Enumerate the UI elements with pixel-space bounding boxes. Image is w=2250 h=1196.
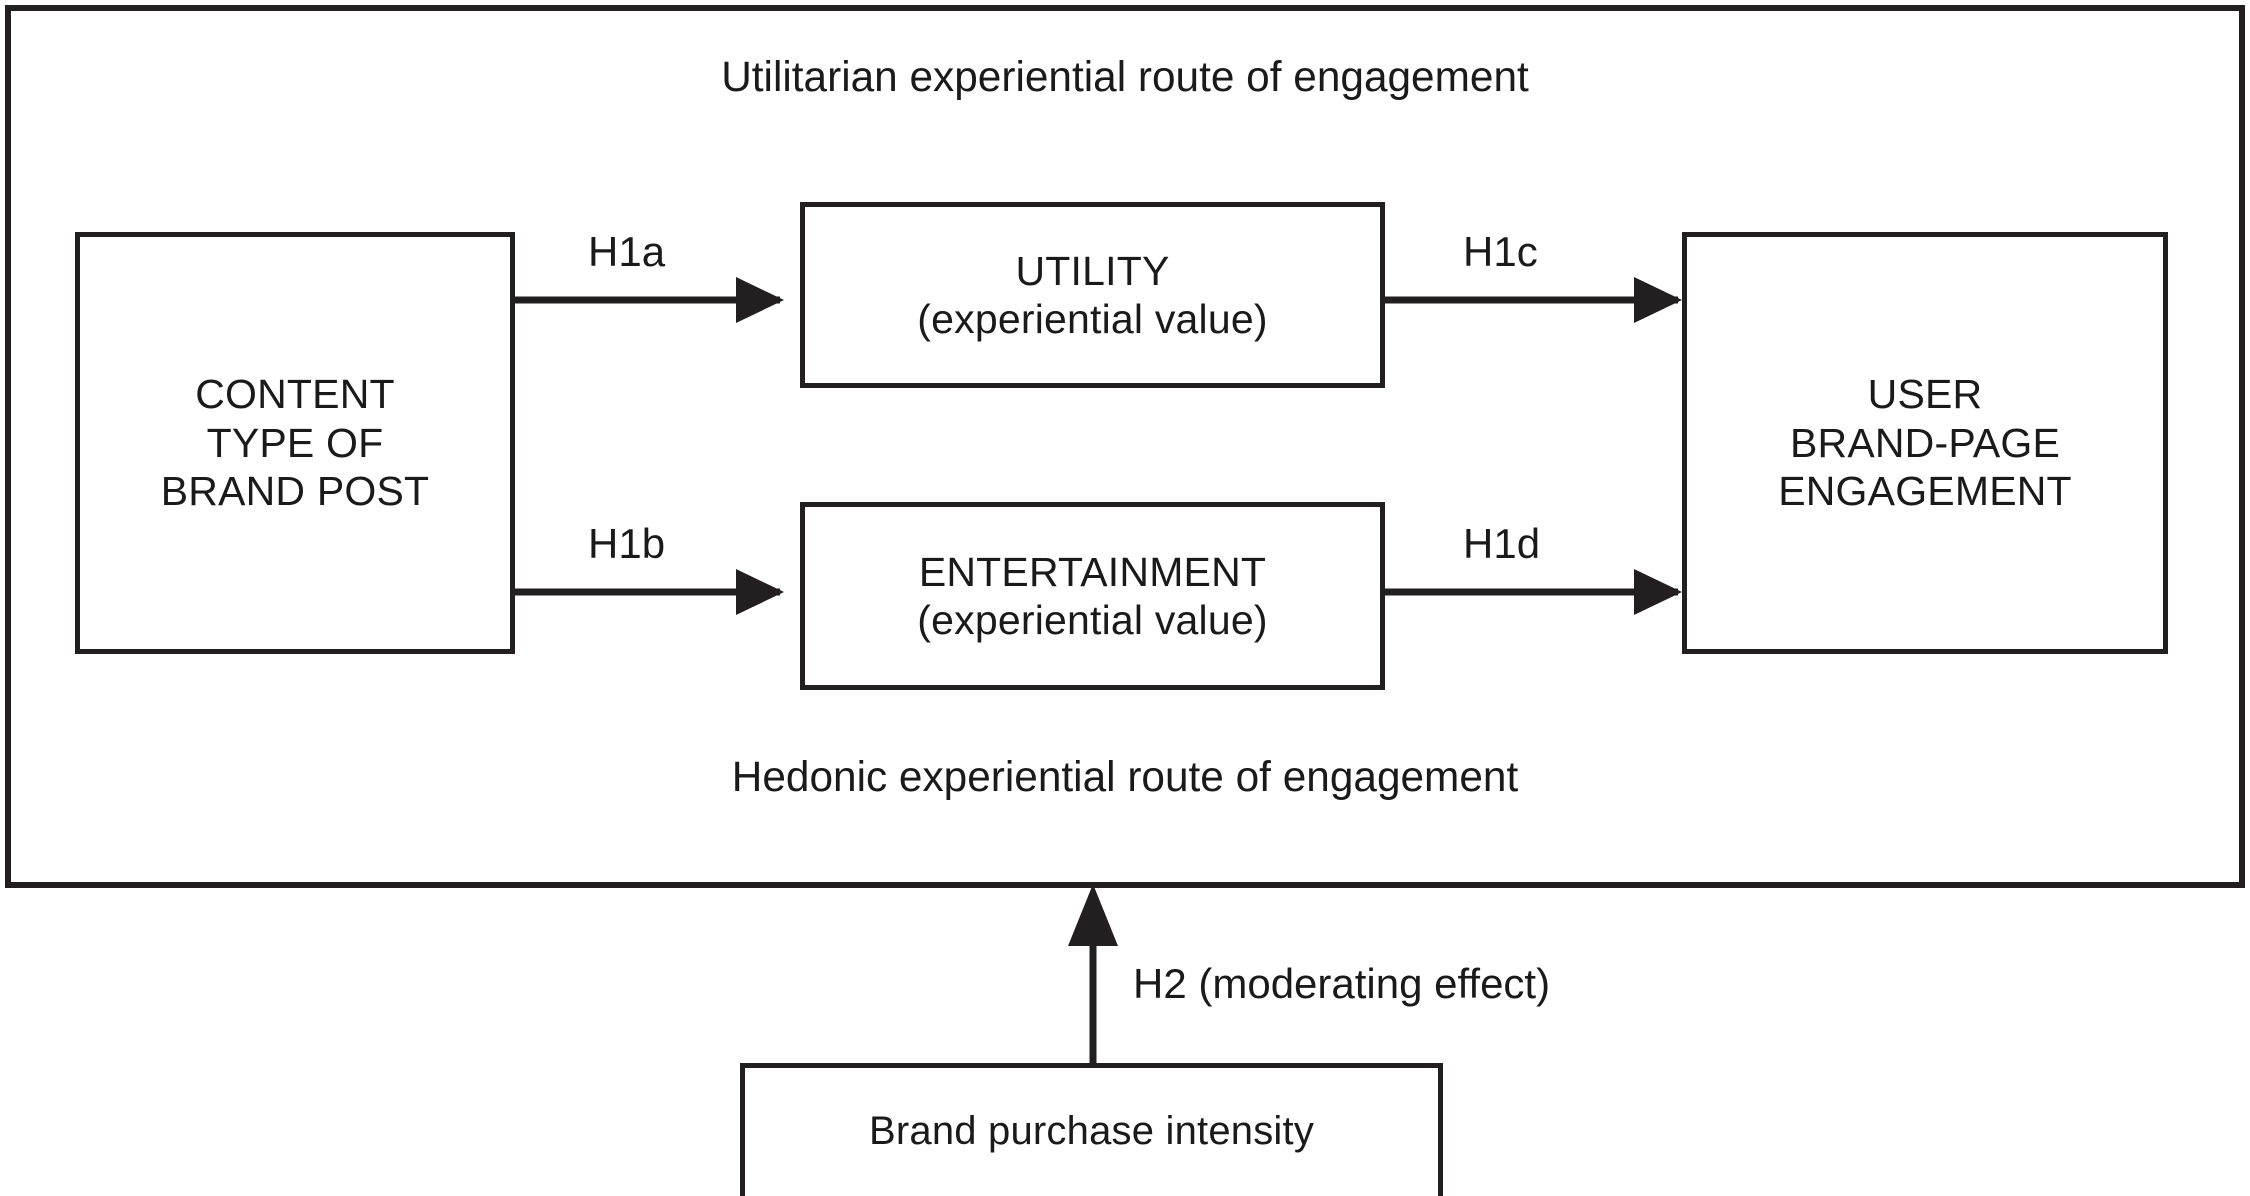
box-content-type-of-brand-post-label: CONTENT TYPE OF BRAND POST xyxy=(160,371,430,515)
hypothesis-label-h1b: H1b xyxy=(588,520,666,567)
utilitarian-route-caption: Utilitarian experiential route of engage… xyxy=(721,53,1529,101)
hypothesis-label-h1a: H1a xyxy=(588,228,666,275)
box-utility-label: UTILITY (experiential value) xyxy=(917,247,1268,342)
box-user-brand-page-engagement: USER BRAND-PAGE ENGAGEMENT xyxy=(1682,232,2168,654)
box-entertainment-label: ENTERTAINMENT (experiential value) xyxy=(917,548,1268,643)
box-utility: UTILITY (experiential value) xyxy=(800,202,1385,388)
hypothesis-label-h1d: H1d xyxy=(1463,520,1541,567)
hedonic-route-caption: Hedonic experiential route of engagement xyxy=(731,753,1519,801)
arrow-h2-moderating xyxy=(1068,884,1118,1063)
box-brand-purchase-intensity-label: Brand purchase intensity xyxy=(868,1109,1315,1154)
box-brand-purchase-intensity: Brand purchase intensity xyxy=(740,1063,1443,1196)
hypothesis-label-h1c: H1c xyxy=(1463,228,1538,275)
box-content-type-of-brand-post: CONTENT TYPE OF BRAND POST xyxy=(75,232,515,654)
hypothesis-label-h2: H2 (moderating effect) xyxy=(1133,960,1551,1007)
box-entertainment: ENTERTAINMENT (experiential value) xyxy=(800,502,1385,690)
box-user-brand-page-engagement-label: USER BRAND-PAGE ENGAGEMENT xyxy=(1778,371,2072,515)
model-boundary-frame xyxy=(5,5,2245,888)
